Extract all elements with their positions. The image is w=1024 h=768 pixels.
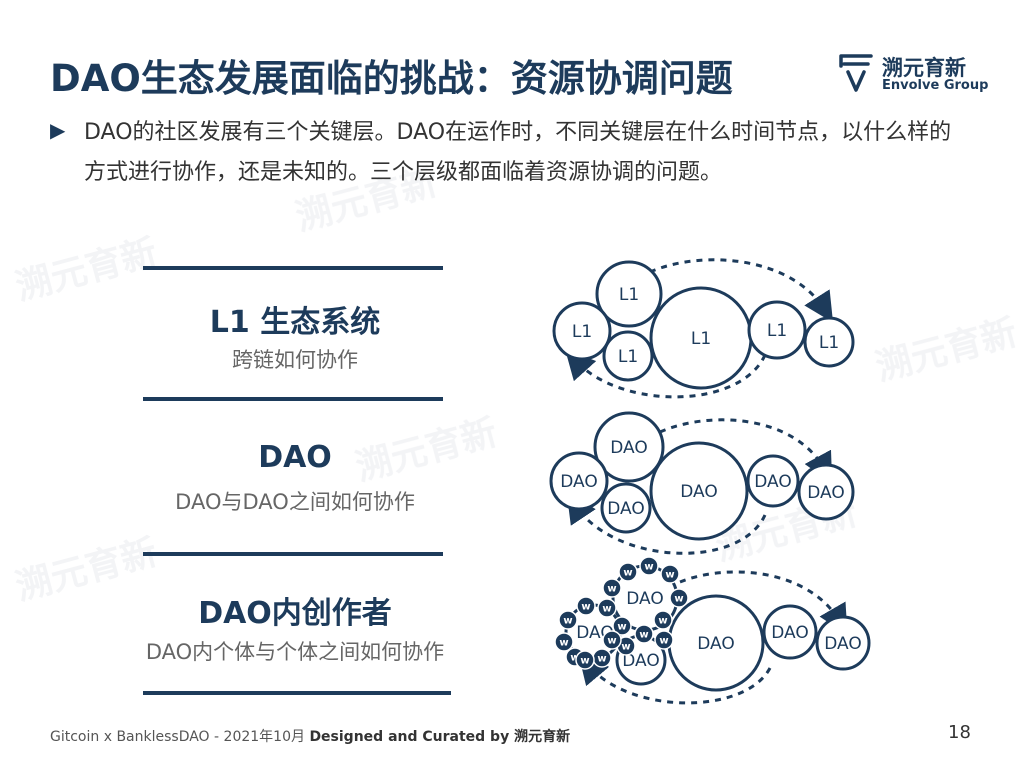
envolve-logo-icon: [839, 54, 873, 92]
creator-node-label: DAO: [824, 634, 862, 654]
l1-node-label: L1: [619, 285, 639, 305]
brand-logo: 溯元育新 Envolve Group: [838, 50, 988, 98]
diagram-l1-ecosystem: [552, 258, 855, 399]
member-dot: [634, 624, 654, 644]
divider-rule: [143, 397, 443, 401]
layer-subtitle-creator: DAO内个体与个体之间如何协作: [145, 640, 445, 664]
dao-node-label: DAO: [607, 499, 645, 519]
l1-node-label: L1: [618, 347, 638, 367]
member-dot: [660, 564, 680, 584]
intro-paragraph: DAO的社区发展有三个关键层。DAO在运作时，不同关键层在什么时间节点，以什么样…: [84, 120, 952, 185]
creator-node-label: DAO: [697, 634, 735, 654]
l1-node-label: L1: [572, 322, 592, 342]
footer-credit: Designed and Curated by 溯元育新: [309, 729, 571, 745]
creator-node-label: DAO: [622, 651, 660, 671]
layer-title-creator: DAO内创作者: [198, 596, 392, 631]
l1-node-label: L1: [767, 321, 787, 341]
member-dot-label: w: [617, 622, 626, 633]
member-dot-label: w: [563, 616, 572, 627]
divider-rule: [143, 552, 443, 556]
member-dot: [558, 610, 578, 630]
member-dot-label: w: [581, 602, 590, 613]
member-dot-label: w: [607, 636, 616, 647]
member-dot: [597, 598, 617, 618]
layer-title-dao: DAO: [258, 440, 332, 475]
member-dot: [602, 630, 622, 650]
member-dot: [618, 562, 638, 582]
member-dot-label: w: [607, 584, 616, 595]
member-dot: [554, 632, 574, 652]
member-dot-label: w: [597, 654, 606, 665]
dao-node-label: DAO: [807, 483, 845, 503]
bullet-triangle-icon: ▶: [50, 118, 66, 142]
creator-node-label: DAO: [626, 589, 664, 609]
watermark-text: 溯元育新: [872, 312, 1022, 389]
member-dot-label: w: [570, 653, 579, 664]
member-dot: [602, 578, 622, 598]
dao-node-label: DAO: [680, 482, 718, 502]
member-dot-label: w: [674, 594, 683, 605]
member-dot-label: w: [621, 642, 630, 653]
divider-rule: [143, 691, 451, 695]
footer-prefix: Gitcoin x BanklessDAO - 2021年10月: [50, 729, 310, 745]
watermark-text: 溯元育新: [12, 532, 162, 609]
watermark-text: 溯元育新: [12, 232, 162, 309]
page-title: DAO生态发展面临的挑战：资源协调问题: [50, 57, 733, 100]
member-dot: [653, 610, 673, 630]
member-dot: [612, 616, 632, 636]
page-number: 18: [948, 722, 971, 743]
coordination-diagram: L1 L1 L1 L1 L1 L1 DAO DAO DAO DAO DAO DA…: [549, 258, 871, 705]
dao-node-label: DAO: [610, 438, 648, 458]
member-dot-label: w: [659, 636, 668, 647]
member-dot: [576, 596, 596, 616]
member-dot-label: w: [658, 616, 667, 627]
member-dot-label: w: [665, 570, 674, 581]
member-dot-label: w: [644, 562, 653, 573]
divider-rule: [143, 266, 443, 270]
dao-node-label: DAO: [754, 472, 792, 492]
member-dot-label: w: [602, 604, 611, 615]
logo-cn-text: 溯元育新: [882, 56, 966, 80]
member-dot-label: w: [559, 638, 568, 649]
member-dot: [639, 556, 659, 576]
creator-node-label: DAO: [771, 623, 809, 643]
l1-node-label: L1: [691, 329, 711, 349]
dao-node-label: DAO: [560, 472, 598, 492]
l1-node-label: L1: [819, 333, 839, 353]
diagram-dao-network: [549, 411, 855, 555]
member-dot-label: w: [580, 656, 589, 667]
member-dot: [575, 650, 595, 670]
logo-en-text: Envolve Group: [882, 78, 989, 93]
layer-title-l1: L1 生态系统: [209, 305, 381, 340]
layer-subtitle-dao: DAO与DAO之间如何协作: [175, 490, 415, 514]
member-dot: [654, 630, 674, 650]
layer-subtitle-l1: 跨链如何协作: [232, 348, 358, 372]
member-dot: [669, 588, 689, 608]
member-dot-label: w: [639, 630, 648, 641]
footer: Gitcoin x BanklessDAO - 2021年10月 Designe…: [50, 726, 570, 746]
member-dot-label: w: [623, 568, 632, 579]
